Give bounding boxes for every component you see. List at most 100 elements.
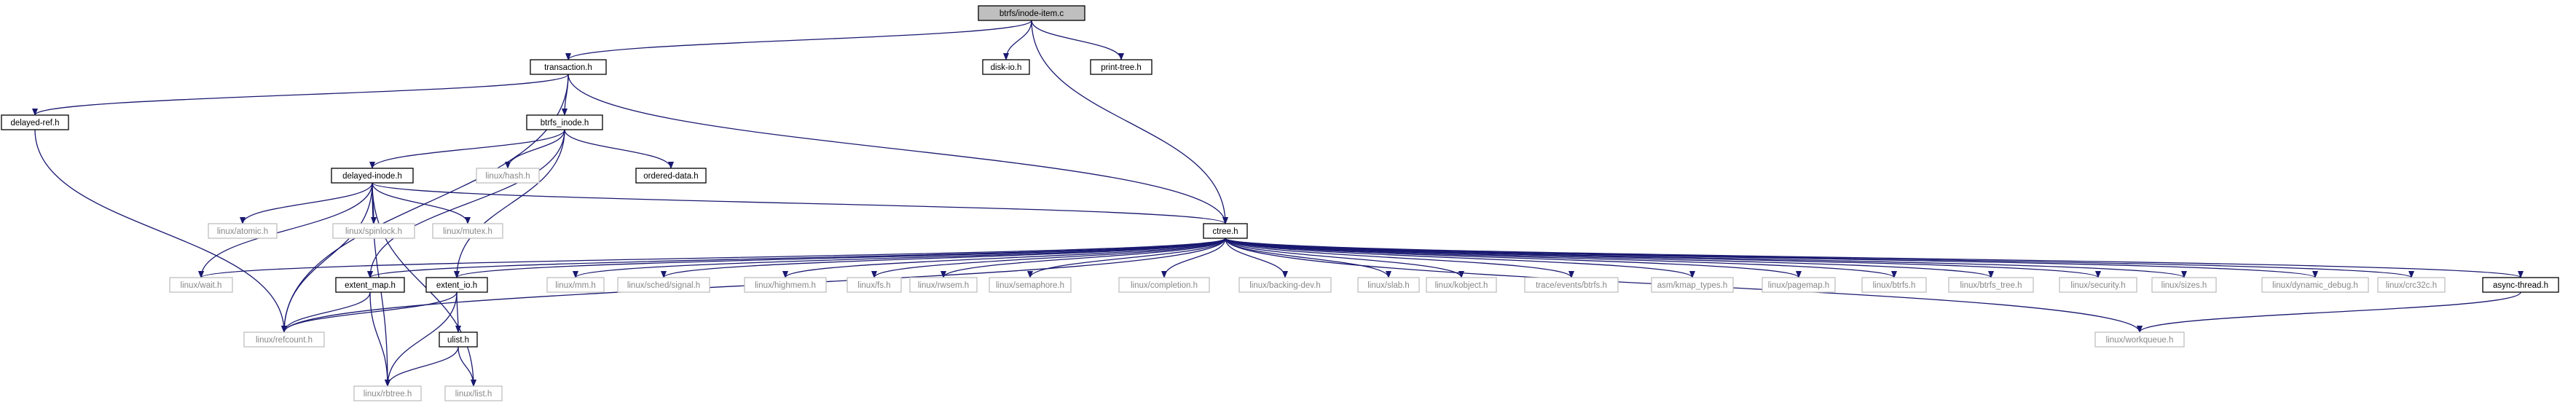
edge-extent-map-h-to-linux-refcount-h xyxy=(281,291,371,333)
node-label: ulist.h xyxy=(447,336,469,345)
edge-btrfs-inode-h-to-extent-map-h xyxy=(367,129,565,278)
edge-ctree-h-to-linux-mm-h xyxy=(573,238,1226,278)
node-transaction-h[interactable]: transaction.h xyxy=(530,59,607,75)
node-label: linux/wait.h xyxy=(181,281,222,290)
node-box xyxy=(1203,223,1248,239)
node-linux-crc32c-h: linux/crc32c.h xyxy=(2377,277,2446,293)
node-box xyxy=(1357,277,1420,293)
node-label: linux/fs.h xyxy=(857,281,890,290)
edge-ulist-h-to-linux-rbtree-h xyxy=(385,346,459,387)
node-box xyxy=(1861,277,1927,293)
edge-async-thread-h-to-linux-workqueue-h xyxy=(2137,291,2521,333)
node-label: btrfs_inode.h xyxy=(541,119,589,128)
edge-delayed-inode-h-to-linux-wait-h xyxy=(198,182,373,278)
node-label: linux/btrfs.h xyxy=(1873,281,1916,290)
edge-extent-io-h-to-linux-refcount-h xyxy=(281,291,458,333)
node-box xyxy=(982,59,1030,75)
edge-ctree-h-to-linux-kobject-h xyxy=(1225,238,1464,278)
node-ordered-data-h[interactable]: ordered-data.h xyxy=(635,168,707,184)
node-async-thread-h[interactable]: async-thread.h xyxy=(2482,277,2559,293)
node-label: ordered-data.h xyxy=(643,172,698,181)
node-linux-spinlock-h: linux/spinlock.h xyxy=(332,223,415,239)
node-box xyxy=(635,168,707,184)
node-box xyxy=(1,114,69,130)
edge-btrfs-inode-h-to-delayed-inode-h xyxy=(369,129,565,169)
node-extent-io-h[interactable]: extent_io.h xyxy=(425,277,488,293)
node-label: linux/spinlock.h xyxy=(345,227,402,236)
node-extent-map-h[interactable]: extent_map.h xyxy=(335,277,405,293)
node-label: extent_io.h xyxy=(436,281,477,290)
node-box xyxy=(444,385,503,401)
edge-delayed-inode-h-to-linux-atomic-h xyxy=(240,182,373,224)
edge-ctree-h-to-linux-sched-signal-h xyxy=(661,238,1226,278)
node-ulist-h[interactable]: ulist.h xyxy=(439,332,478,348)
node-label: linux/mutex.h xyxy=(443,227,492,236)
node-linux-rwsem-h: linux/rwsem.h xyxy=(909,277,978,293)
node-label: linux/refcount.h xyxy=(256,336,313,345)
node-linux-kobject-h: linux/kobject.h xyxy=(1426,277,1497,293)
nodes-layer: btrfs/inode-item.c transaction.h disk-io.h… xyxy=(1,5,2559,401)
node-label: linux/semaphore.h xyxy=(996,281,1064,290)
edge-btrfs-inode-item-c-to-transaction-h xyxy=(565,20,1032,60)
node-box xyxy=(546,277,605,293)
node-box xyxy=(847,277,902,293)
node-label: trace/events/btrfs.h xyxy=(1536,281,1607,290)
edge-btrfs-inode-item-c-to-print-tree-h xyxy=(1031,20,1124,60)
node-label: linux/atomic.h xyxy=(217,227,268,236)
node-box xyxy=(744,277,827,293)
node-box xyxy=(208,223,278,239)
node-box xyxy=(331,168,414,184)
node-label: linux/crc32c.h xyxy=(2386,281,2437,290)
node-box xyxy=(335,277,405,293)
edge-delayed-inode-h-to-linux-refcount-h xyxy=(281,182,373,333)
node-box xyxy=(909,277,978,293)
node-box xyxy=(1238,277,1332,293)
edge-btrfs-inode-item-c-to-disk-io-h xyxy=(1003,20,1032,60)
edge-btrfs-inode-h-to-linux-hash-h xyxy=(505,129,565,169)
node-btrfs-inode-item-c[interactable]: btrfs/inode-item.c xyxy=(978,5,1085,21)
node-label: linux/sched/signal.h xyxy=(627,281,700,290)
node-box xyxy=(169,277,233,293)
edge-ctree-h-to-linux-highmem-h xyxy=(782,238,1226,278)
node-label: delayed-ref.h xyxy=(10,119,59,128)
node-disk-io-h[interactable]: disk-io.h xyxy=(982,59,1030,75)
edge-ctree-h-to-linux-btrfs-h xyxy=(1225,238,1897,278)
node-label: linux/kobject.h xyxy=(1435,281,1488,290)
edges-layer xyxy=(32,20,2524,387)
node-delayed-inode-h[interactable]: delayed-inode.h xyxy=(331,168,414,184)
edge-ctree-h-to-linux-completion-h xyxy=(1161,238,1226,278)
node-label: linux/backing-dev.h xyxy=(1249,281,1321,290)
node-label: print-tree.h xyxy=(1101,63,1142,72)
node-btrfs-inode-h[interactable]: btrfs_inode.h xyxy=(526,114,603,130)
node-label: linux/list.h xyxy=(455,390,492,399)
edge-extent-map-h-to-linux-rbtree-h xyxy=(369,291,390,387)
node-print-tree-h[interactable]: print-tree.h xyxy=(1090,59,1152,75)
edge-extent-io-h-to-linux-rbtree-h xyxy=(385,291,458,387)
node-box xyxy=(2094,332,2185,348)
node-box xyxy=(526,114,603,130)
node-box xyxy=(2151,277,2217,293)
edge-ctree-h-to-linux-semaphore-h xyxy=(1027,238,1226,278)
node-ctree-h[interactable]: ctree.h xyxy=(1203,223,1248,239)
node-box xyxy=(476,168,540,184)
node-label: linux/mm.h xyxy=(555,281,596,290)
node-label: linux/rbtree.h xyxy=(364,390,412,399)
node-box xyxy=(1524,277,1619,293)
node-label: linux/highmem.h xyxy=(755,281,816,290)
edge-ctree-h-to-extent-map-h xyxy=(367,238,1226,278)
edge-delayed-inode-h-to-linux-list-h xyxy=(372,182,476,387)
node-linux-security-h: linux/security.h xyxy=(2059,277,2137,293)
node-delayed-ref-h[interactable]: delayed-ref.h xyxy=(1,114,69,130)
node-box xyxy=(425,277,488,293)
node-box xyxy=(530,59,607,75)
node-box xyxy=(1090,59,1152,75)
node-linux-btrfs-h: linux/btrfs.h xyxy=(1861,277,1927,293)
node-label: transaction.h xyxy=(544,63,592,72)
node-box xyxy=(1762,277,1836,293)
edge-transaction-h-to-linux-refcount-h xyxy=(281,74,569,333)
node-box xyxy=(2482,277,2559,293)
node-box xyxy=(978,5,1085,21)
node-linux-semaphore-h: linux/semaphore.h xyxy=(989,277,1072,293)
node-linux-refcount-h: linux/refcount.h xyxy=(243,332,325,348)
edge-ctree-h-to-linux-backing-dev-h xyxy=(1225,238,1288,278)
